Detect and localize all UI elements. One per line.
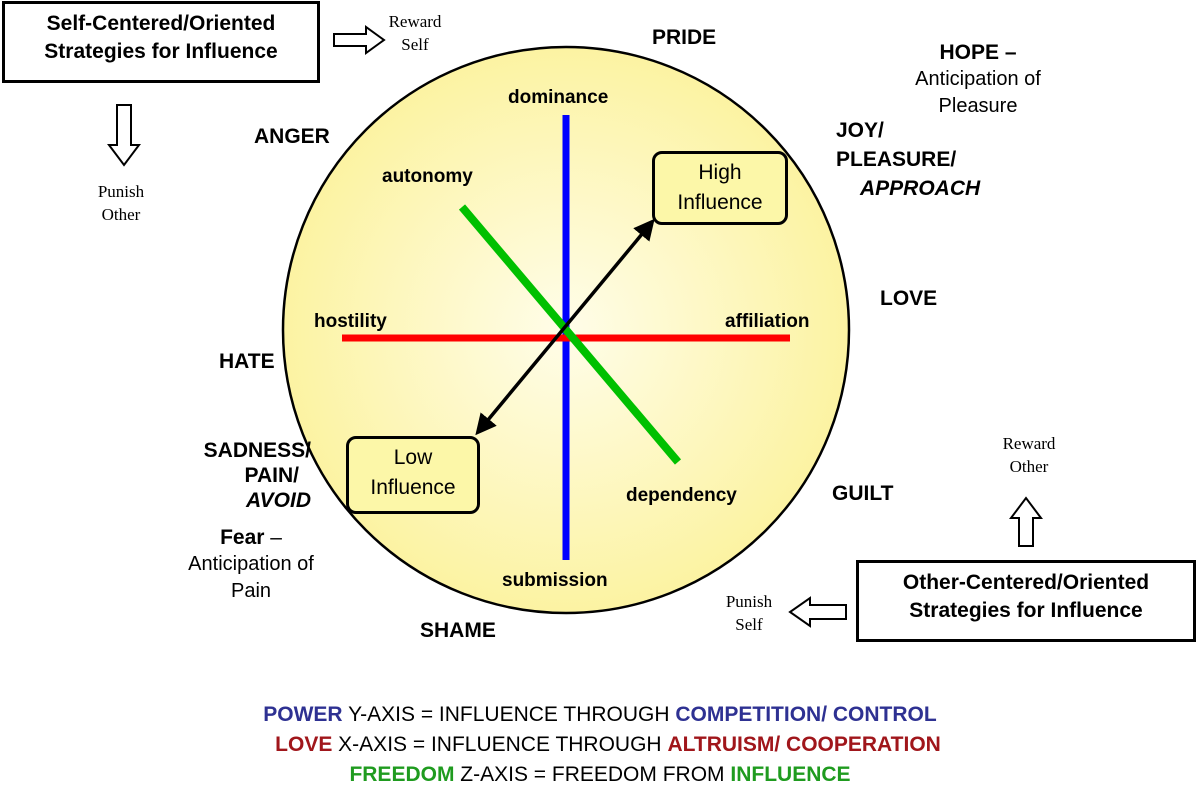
high-influence-line2: Influence xyxy=(677,191,763,214)
emotion-hate: HATE xyxy=(219,350,275,373)
legend-freedom-value: INFLUENCE xyxy=(730,763,851,786)
axis-label-hostility: hostility xyxy=(314,311,387,332)
sadness-line2: PAIN/ xyxy=(244,464,299,487)
axis-label-affiliation: affiliation xyxy=(725,311,810,332)
legend-love-value: ALTRUISM/ COOPERATION xyxy=(667,733,941,756)
reward-self-arrow xyxy=(333,25,386,55)
legend-love-key: LOVE xyxy=(275,733,333,756)
hope-dash: – xyxy=(999,41,1017,64)
reward-self-line2: Self xyxy=(401,35,429,54)
hope-line2: Pleasure xyxy=(938,95,1018,117)
emotion-shame: SHAME xyxy=(420,619,496,642)
reward-other-line2: Other xyxy=(1009,457,1049,476)
joy-line2: PLEASURE/ xyxy=(836,148,957,171)
punish-other-line1: Punish xyxy=(97,182,145,201)
emotion-hope: HOPE – Anticipation of Pleasure xyxy=(890,40,1066,120)
reward-other-label: Reward Other xyxy=(994,432,1064,478)
emotion-fear: Fear – Anticipation of Pain xyxy=(166,525,336,605)
reward-other-arrow xyxy=(1009,496,1043,547)
self-centered-strategies-box: Self-Centered/Oriented Strategies for In… xyxy=(2,1,320,83)
reward-self-label: Reward Self xyxy=(385,10,445,56)
punish-self-line1: Punish xyxy=(725,592,773,611)
reward-other-line1: Reward xyxy=(1002,434,1056,453)
reward-self-line1: Reward xyxy=(388,12,442,31)
punish-self-line2: Self xyxy=(735,615,763,634)
high-influence-line1: High xyxy=(698,161,742,184)
joy-line1: JOY/ xyxy=(836,119,884,142)
hope-line1: Anticipation of xyxy=(915,68,1041,90)
emotion-sadness: SADNESS/ PAIN/ AVOID xyxy=(140,438,311,513)
other-centered-line2: Strategies for Influence xyxy=(909,599,1143,622)
hope-title: HOPE xyxy=(939,41,999,64)
low-influence-line1: Low xyxy=(393,446,433,469)
emotion-joy: JOY/ PLEASURE/ APPROACH xyxy=(836,116,980,203)
legend-power-key: POWER xyxy=(263,703,343,726)
fear-line1: Anticipation of xyxy=(188,553,314,575)
legend-love: LOVE X-AXIS = INFLUENCE THROUGH ALTRUISM… xyxy=(0,730,1200,760)
legend-freedom: FREEDOM Z-AXIS = FREEDOM FROM INFLUENCE xyxy=(0,760,1200,790)
other-centered-strategies-box: Other-Centered/Oriented Strategies for I… xyxy=(856,560,1196,642)
emotion-anger: ANGER xyxy=(254,125,330,148)
low-influence-box: Low Influence xyxy=(346,436,480,514)
emotion-pride: PRIDE xyxy=(652,26,717,49)
axis-label-dominance: dominance xyxy=(508,87,609,108)
sadness-line1: SADNESS/ xyxy=(203,439,311,462)
punish-other-line2: Other xyxy=(101,205,141,224)
legend-power-axis: Y-AXIS = INFLUENCE THROUGH xyxy=(342,703,676,726)
sadness-line3: AVOID xyxy=(246,489,311,512)
fear-title: Fear xyxy=(220,526,265,549)
other-centered-line1: Other-Centered/Oriented xyxy=(902,571,1150,594)
legend-love-axis: X-AXIS = INFLUENCE THROUGH xyxy=(332,733,668,756)
legend-freedom-axis: Z-AXIS = FREEDOM FROM xyxy=(454,763,731,786)
emotion-guilt: GUILT xyxy=(832,482,894,505)
axis-label-submission: submission xyxy=(502,570,608,591)
joy-line3: APPROACH xyxy=(860,177,981,200)
low-influence-line2: Influence xyxy=(370,476,456,499)
fear-dash: – xyxy=(264,526,282,549)
legend-power: POWER Y-AXIS = INFLUENCE THROUGH COMPETI… xyxy=(0,700,1200,730)
punish-other-label: Punish Other xyxy=(86,180,156,226)
axis-label-autonomy: autonomy xyxy=(382,166,473,187)
self-centered-line2: Strategies for Influence xyxy=(44,40,278,63)
axis-label-dependency: dependency xyxy=(626,485,737,506)
punish-self-label: Punish Self xyxy=(714,590,784,636)
emotion-love: LOVE xyxy=(880,287,938,310)
influence-arrow xyxy=(475,218,655,436)
self-centered-line1: Self-Centered/Oriented xyxy=(46,12,276,35)
punish-self-arrow xyxy=(788,596,847,628)
fear-line2: Pain xyxy=(230,580,272,602)
legend-freedom-key: FREEDOM xyxy=(349,763,455,786)
legend-power-value: COMPETITION/ CONTROL xyxy=(675,703,937,726)
high-influence-box: High Influence xyxy=(652,151,788,225)
punish-other-arrow xyxy=(107,104,141,167)
